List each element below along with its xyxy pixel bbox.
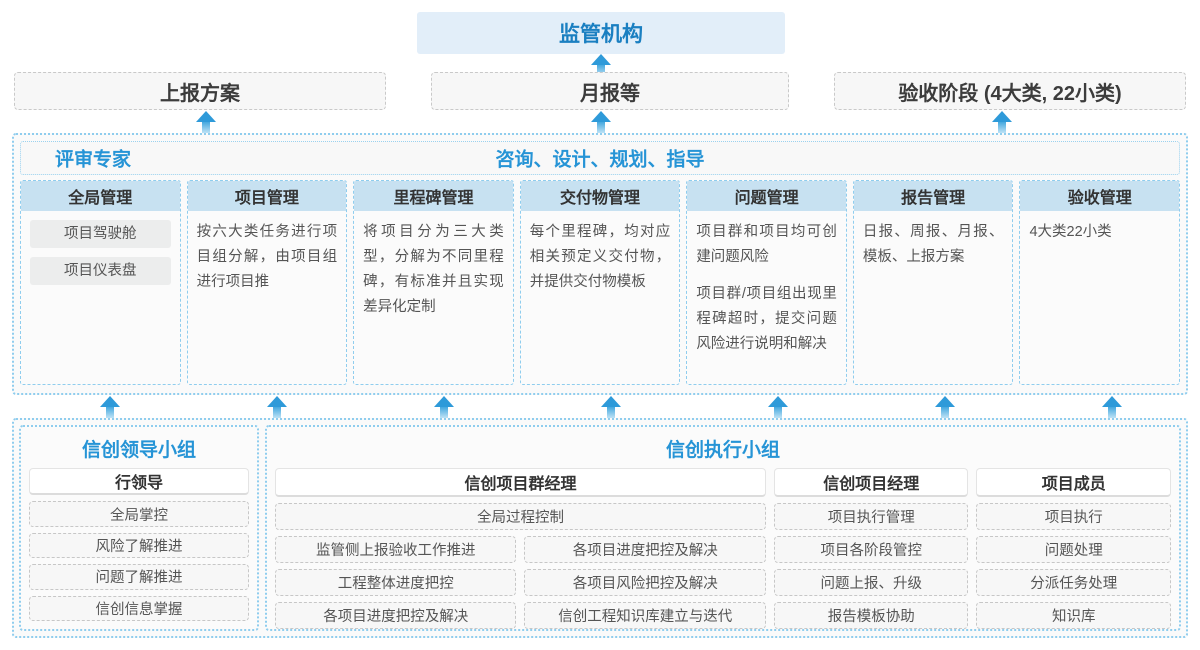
- management-capability-section: 评审专家 咨询、设计、规划、指导 全局管理 项目驾驶舱 项目仪表盘 项目管理 按…: [12, 133, 1188, 395]
- column-program-manager: 信创项目群经理 全局过程控制 监管侧上报验收工作推进 工程整体进度把控 各项目进…: [275, 468, 766, 629]
- column-project-manager: 信创项目经理 项目执行管理 项目各阶段管控 问题上报、升级 报告模板协助: [773, 468, 969, 629]
- arrows-bottom-to-middle: [12, 396, 1188, 422]
- card-paragraph: 项目群和项目均可创建问题风险: [696, 224, 837, 265]
- program-manager-task-columns: 监管侧上报验收工作推进 工程整体进度把控 各项目进度把控及解决 各项目进度把控及…: [275, 536, 766, 629]
- task-item[interactable]: 全局掌控: [29, 501, 249, 527]
- card-body: 项目群和项目均可创建问题风险 项目群/项目组出现里程碑超时，提交问题风险进行说明…: [687, 211, 846, 384]
- task-item[interactable]: 项目执行: [976, 503, 1172, 530]
- task-item[interactable]: 问题上报、升级: [773, 569, 969, 596]
- report-box-label: 上报方案: [160, 82, 240, 105]
- management-cards-row: 全局管理 项目驾驶舱 项目仪表盘 项目管理 按六大类任务进行项目组分解，由项目组…: [20, 180, 1181, 385]
- card-title: 验收管理: [1020, 181, 1180, 211]
- task-item[interactable]: 信创工程知识库建立与迭代: [524, 602, 766, 629]
- arrow-up-icon-to-submission-plan: [196, 111, 216, 135]
- management-card-global[interactable]: 全局管理 项目驾驶舱 项目仪表盘: [20, 180, 181, 385]
- role-header-project-member[interactable]: 项目成员: [976, 468, 1172, 497]
- regulator-label: 监管机构: [559, 23, 643, 46]
- card-title: 全局管理: [21, 181, 180, 211]
- role-header-program-manager[interactable]: 信创项目群经理: [275, 468, 766, 497]
- arrow-up-icon-col-7: [1102, 396, 1122, 420]
- task-item[interactable]: 问题处理: [976, 536, 1172, 563]
- program-manager-left-tasks: 监管侧上报验收工作推进 工程整体进度把控 各项目进度把控及解决: [275, 536, 517, 629]
- report-box-acceptance-stage[interactable]: 验收阶段 (4大类, 22小类): [834, 72, 1186, 110]
- report-box-monthly-report[interactable]: 月报等: [431, 72, 789, 110]
- task-item[interactable]: 风险了解推进: [29, 532, 249, 559]
- card-body: 4大类22小类: [1020, 211, 1179, 384]
- task-item[interactable]: 问题了解推进: [29, 564, 249, 590]
- task-item[interactable]: 项目各阶段管控: [773, 536, 969, 563]
- task-item[interactable]: 监管侧上报验收工作推进: [275, 536, 517, 563]
- arrow-up-icon-to-monthly-report: [591, 111, 611, 135]
- top-reporting-area: 监管机构 上报方案 月报等 验收阶段 (4大类, 22小类): [0, 0, 1200, 135]
- card-body: 将项目分为三大类型，分解为不同里程碑，有标准并且实现差异化定制: [354, 211, 513, 384]
- report-box-label: 月报等: [580, 82, 640, 105]
- regulator-box[interactable]: 监管机构: [417, 12, 785, 54]
- banner-center-label: 咨询、设计、规划、指导: [495, 149, 705, 171]
- card-body: 按六大类任务进行项目组分解，由项目组进行项目推: [188, 211, 347, 384]
- card-pill[interactable]: 项目驾驶舱: [30, 220, 171, 248]
- banner-left-label: 评审专家: [55, 149, 132, 171]
- management-card-project[interactable]: 项目管理 按六大类任务进行项目组分解，由项目组进行项目推: [186, 180, 348, 385]
- arrow-up-icon-col-3b: [434, 396, 454, 420]
- management-banner: 评审专家 咨询、设计、规划、指导: [20, 141, 1180, 175]
- management-card-report[interactable]: 报告管理 日报、周报、月报、模板、上报方案: [852, 180, 1014, 385]
- group-title: 信创领导小组: [81, 440, 196, 461]
- task-item[interactable]: 各项目进度把控及解决: [275, 602, 517, 629]
- management-card-issue[interactable]: 问题管理 项目群和项目均可创建问题风险 项目群/项目组出现里程碑超时，提交问题风…: [686, 180, 847, 385]
- card-paragraph: 日报、周报、月报、模板、上报方案: [862, 224, 1004, 265]
- task-item-global-process-control[interactable]: 全局过程控制: [275, 503, 766, 530]
- role-header-bank-leader[interactable]: 行领导: [29, 468, 249, 496]
- management-card-acceptance[interactable]: 验收管理 4大类22小类: [1019, 180, 1181, 385]
- card-body: 项目驾驶舱 项目仪表盘: [21, 211, 180, 384]
- arrow-up-icon-col-2: [267, 396, 287, 420]
- task-item[interactable]: 分派任务处理: [976, 569, 1172, 596]
- task-item[interactable]: 知识库: [976, 602, 1172, 629]
- arrow-up-icon-col-1: [100, 396, 120, 420]
- card-title: 问题管理: [687, 181, 846, 211]
- card-title: 报告管理: [853, 181, 1013, 211]
- role-header-project-manager[interactable]: 信创项目经理: [773, 468, 969, 497]
- report-box-submission-plan[interactable]: 上报方案: [14, 72, 386, 110]
- task-item[interactable]: 报告模板协助: [773, 602, 969, 629]
- card-body: 每个里程碑，均对应相关预定义交付物，并提供交付物模板: [521, 211, 680, 384]
- card-title: 里程碑管理: [354, 181, 513, 211]
- arrow-up-icon-col-5: [768, 396, 788, 420]
- task-item[interactable]: 工程整体进度把控: [275, 569, 517, 596]
- arrow-up-icon-to-acceptance-stage: [992, 111, 1012, 135]
- task-item[interactable]: 信创信息掌握: [29, 595, 249, 621]
- management-card-deliverable[interactable]: 交付物管理 每个里程碑，均对应相关预定义交付物，并提供交付物模板: [519, 180, 681, 385]
- arrow-up-icon-col-6: [935, 396, 955, 420]
- card-title: 项目管理: [187, 181, 347, 211]
- card-paragraph: 项目群/项目组出现里程碑超时，提交问题风险进行说明和解决: [696, 285, 837, 352]
- task-item[interactable]: 各项目进度把控及解决: [524, 536, 766, 563]
- program-manager-right-tasks: 各项目进度把控及解决 各项目风险把控及解决 信创工程知识库建立与迭代: [524, 536, 766, 629]
- arrow-up-icon-col-4: [601, 396, 621, 420]
- group-leadership: 信创领导小组 行领导 全局掌控 风险了解推进 问题了解推进 信创信息掌握: [19, 425, 259, 631]
- task-item[interactable]: 各项目风险把控及解决: [524, 569, 766, 596]
- report-box-label: 验收阶段 (4大类, 22小类): [898, 82, 1122, 105]
- card-paragraph: 4大类22小类: [1029, 224, 1112, 240]
- group-execution: 信创执行小组 信创项目群经理 全局过程控制 监管侧上报验收工作推进 工程整体进度…: [265, 425, 1181, 631]
- card-paragraph: 将项目分为三大类型，分解为不同里程碑，有标准并且实现差异化定制: [363, 224, 504, 315]
- column-project-member: 项目成员 项目执行 问题处理 分派任务处理 知识库: [976, 468, 1172, 629]
- card-paragraph: 按六大类任务进行项目组分解，由项目组进行项目推: [196, 224, 338, 290]
- management-card-milestone[interactable]: 里程碑管理 将项目分为三大类型，分解为不同里程碑，有标准并且实现差异化定制: [353, 180, 514, 385]
- card-paragraph: 每个里程碑，均对应相关预定义交付物，并提供交付物模板: [529, 224, 671, 290]
- organization-section: 信创领导小组 行领导 全局掌控 风险了解推进 问题了解推进 信创信息掌握 信创执…: [12, 418, 1188, 638]
- report-boxes-row: 上报方案 月报等 验收阶段 (4大类, 22小类): [0, 72, 1200, 110]
- card-title: 交付物管理: [520, 181, 680, 211]
- arrow-up-icon-to-regulator: [591, 54, 611, 78]
- card-pill[interactable]: 项目仪表盘: [30, 257, 171, 285]
- card-body: 日报、周报、月报、模板、上报方案: [854, 211, 1013, 384]
- task-item[interactable]: 项目执行管理: [773, 503, 969, 530]
- group-title: 信创执行小组: [665, 440, 780, 461]
- execution-columns: 信创项目群经理 全局过程控制 监管侧上报验收工作推进 工程整体进度把控 各项目进…: [275, 468, 1172, 629]
